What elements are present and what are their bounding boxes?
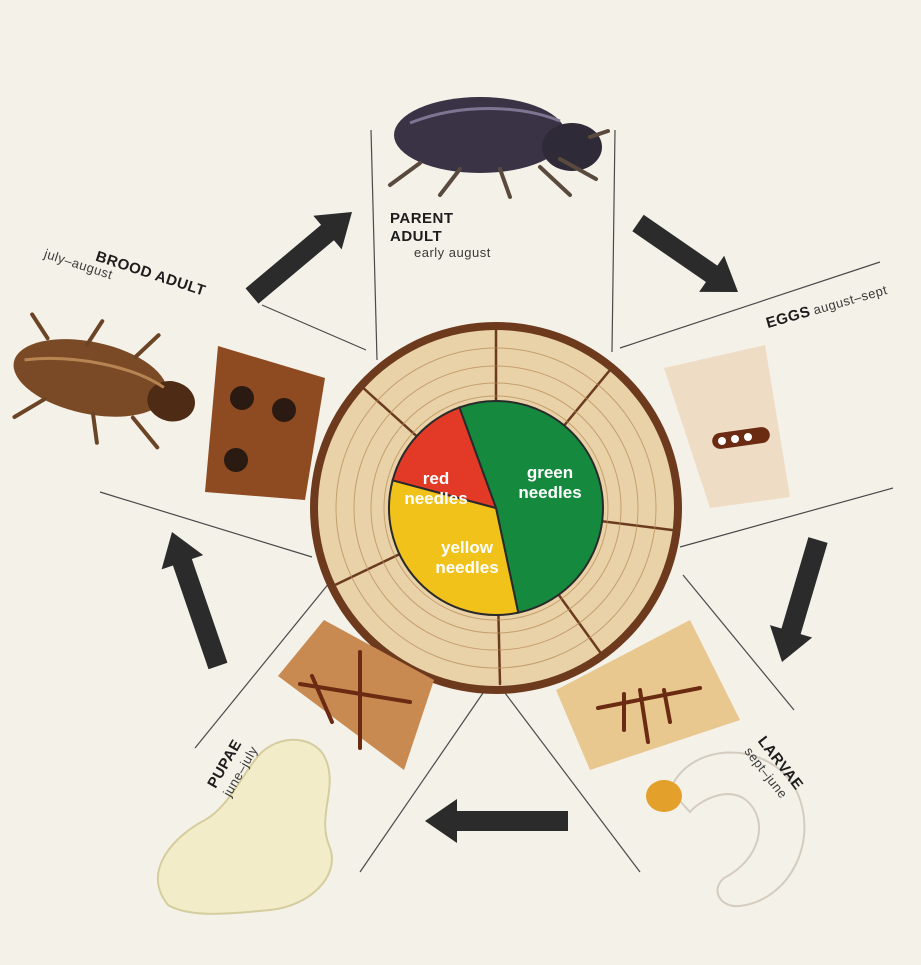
- larva-head: [646, 780, 682, 812]
- stage-title: PARENT: [390, 210, 454, 227]
- stage-label-brood: BROOD ADULT july–august: [41, 232, 208, 311]
- stage-label-eggs: EGGS august–sept: [764, 281, 889, 332]
- egg: [744, 433, 752, 441]
- egg: [731, 435, 739, 443]
- arrow-eggs-to-larvae: [770, 537, 828, 662]
- stage-title: EGGS: [764, 303, 812, 332]
- stage-period: early august: [414, 245, 491, 260]
- brood-bark-piece: [205, 346, 325, 500]
- pie-label-red: red: [423, 469, 449, 488]
- pie-label-yellow: needles: [435, 558, 498, 577]
- pie-label-green: needles: [518, 483, 581, 502]
- egg: [718, 437, 726, 445]
- arrow-brood-to-parent: [246, 212, 352, 304]
- pie-label-red: needles: [404, 489, 467, 508]
- pupae-illustration: [158, 620, 434, 914]
- parent-adult-illustration: [390, 97, 608, 197]
- brood-adult-illustration: [1, 305, 325, 500]
- brood-beetle-icon: [1, 305, 208, 461]
- divider-line: [612, 130, 615, 352]
- parent-beetle-icon: [390, 97, 608, 197]
- stage-title: ADULT: [390, 228, 442, 245]
- exit-hole: [272, 398, 296, 422]
- divider-line: [262, 305, 366, 350]
- pie-label-green: green: [527, 463, 573, 482]
- divider-line: [100, 492, 312, 557]
- pie-label-yellow: yellow: [441, 538, 494, 557]
- exit-hole: [230, 386, 254, 410]
- arrow-pupae-to-brood: [162, 532, 228, 669]
- stage-label-parent: PARENT ADULT early august: [390, 210, 491, 260]
- arrow-parent-to-eggs: [632, 215, 738, 292]
- stage-period: august–sept: [811, 282, 889, 317]
- eggs-illustration: [664, 345, 790, 508]
- arrow-larvae-to-pupae: [425, 799, 568, 843]
- divider-line: [371, 130, 377, 360]
- exit-hole: [224, 448, 248, 472]
- bark-panel: [205, 346, 325, 500]
- bark-panel: [664, 345, 790, 508]
